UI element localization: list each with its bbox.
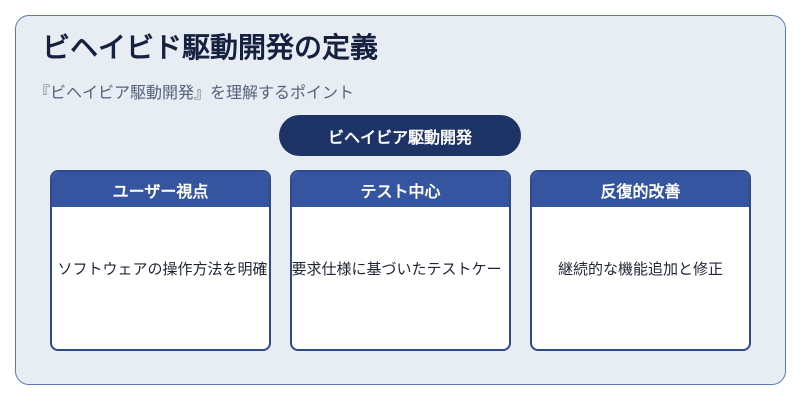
card-test-centric: テスト中心 要求仕様に基づいたテストケー (290, 170, 511, 351)
card-body-text: ソフトウェアの操作方法を明確 (57, 260, 268, 278)
card-header: 反復的改善 (532, 172, 749, 207)
page-title: ビヘイビド駆動開発の定義 (42, 31, 379, 64)
card-iterative-improvement: 反復的改善 継続的な機能追加と修正 (530, 170, 751, 351)
card-body-text: 要求仕様に基づいたテストケー (291, 260, 502, 278)
card-header: ユーザー視点 (52, 172, 269, 207)
card-user-perspective: ユーザー視点 ソフトウェアの操作方法を明確 (50, 170, 271, 351)
center-concept-pill: ビヘイビア駆動開発 (279, 115, 521, 156)
page-subtitle: 『ビヘイビア駆動開発』を理解するポイント (34, 83, 355, 102)
card-header: テスト中心 (292, 172, 509, 207)
card-body-text: 継続的な機能追加と修正 (557, 260, 723, 278)
